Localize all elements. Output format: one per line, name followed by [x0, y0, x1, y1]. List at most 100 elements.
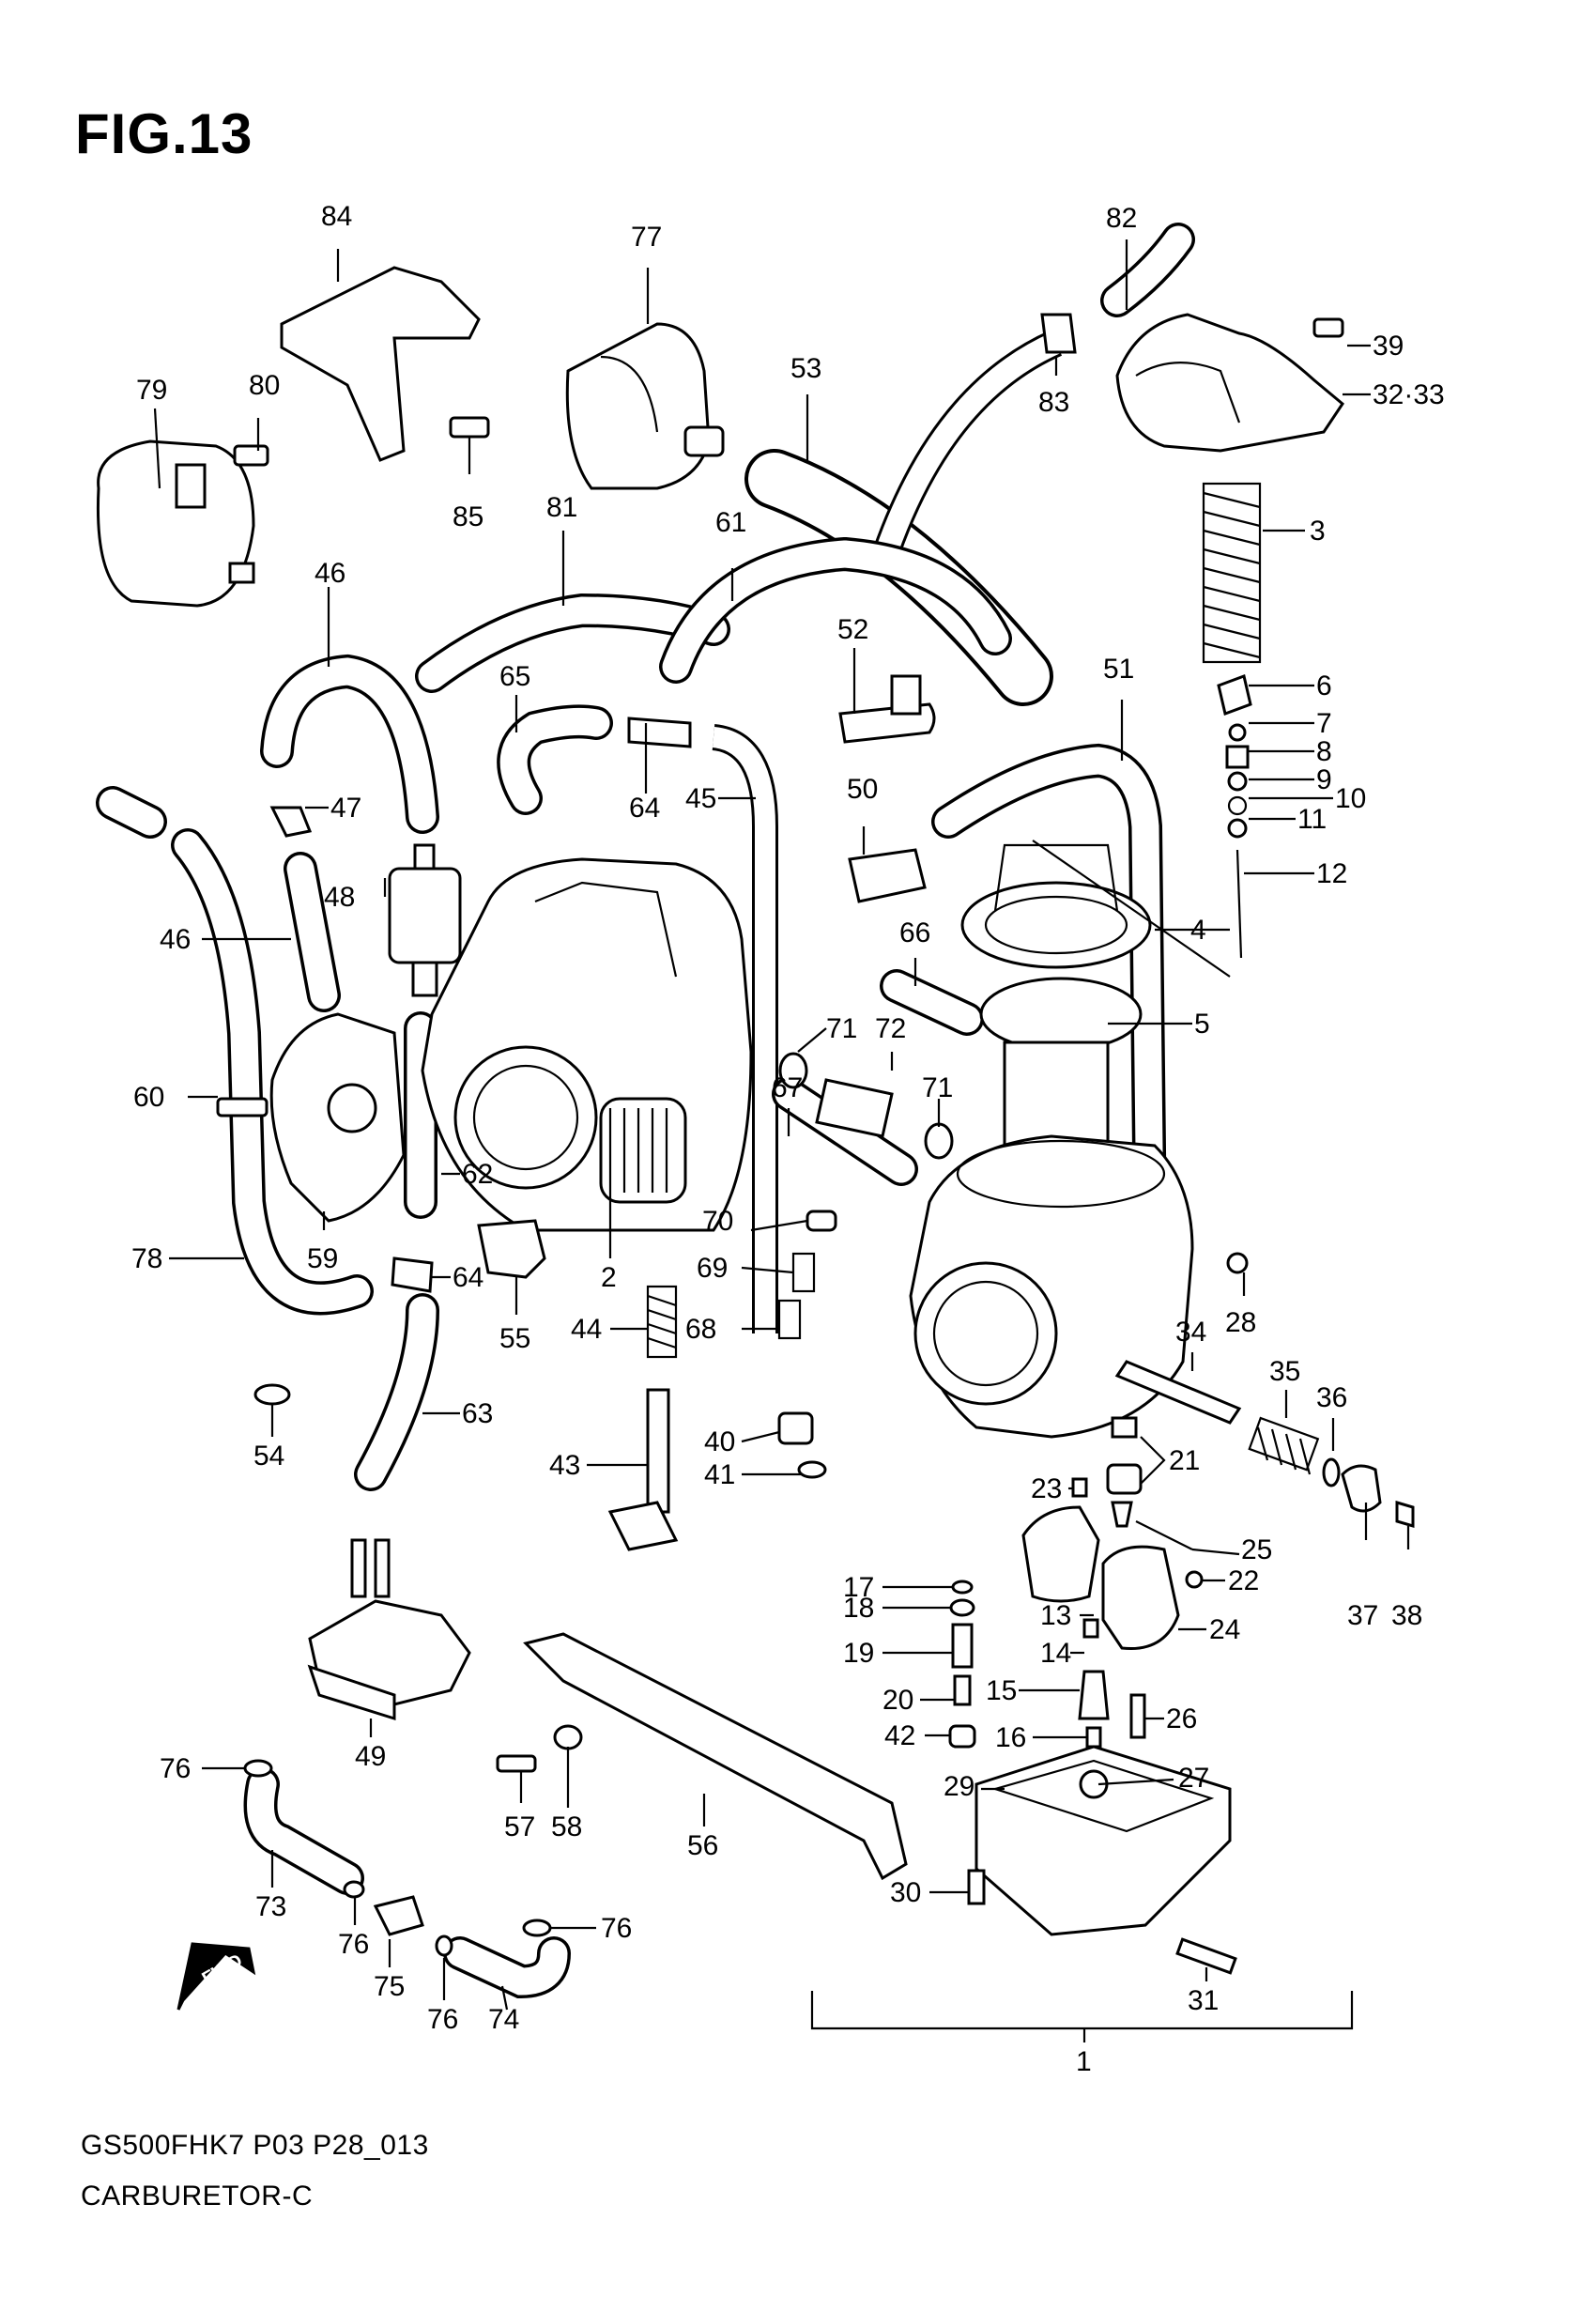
- float-13: [1021, 1505, 1100, 1603]
- rod-25: [1135, 1520, 1193, 1550]
- callout: 65: [499, 661, 530, 692]
- screw-85: [449, 416, 490, 439]
- diaphragm-4: [960, 843, 1152, 969]
- tee-64-upper: [627, 717, 692, 748]
- callout: 54: [253, 1441, 284, 1472]
- piston-valve-5: [979, 977, 1143, 1157]
- parts-group: [96, 266, 1415, 2011]
- callout: 44: [571, 1314, 602, 1345]
- washer-58: [553, 1724, 583, 1750]
- screw-22: [1185, 1570, 1204, 1589]
- screw-31: [1175, 1937, 1237, 1975]
- float-24: [1101, 1545, 1180, 1651]
- callout: 18: [843, 1593, 874, 1624]
- clip-76-c: [435, 1934, 453, 1957]
- throttle-sensor-59: [269, 1012, 406, 1223]
- washer-9: [1227, 771, 1248, 792]
- callout-labels: 84 77 82 79 80 39 32·33 83 53 85 81 61 3…: [131, 201, 1445, 2077]
- leader-lines: [153, 239, 1410, 2042]
- jet-42: [948, 1724, 976, 1749]
- needle-holder-6: [1217, 674, 1252, 716]
- callout: 5: [1194, 1009, 1210, 1040]
- callout: 39: [1373, 331, 1404, 362]
- callout: 20: [882, 1685, 913, 1716]
- callout: 1: [1076, 2046, 1092, 2077]
- callout: 29: [944, 1771, 974, 1802]
- callout: 37: [1347, 1600, 1378, 1631]
- bolt-80: [233, 444, 269, 467]
- callout: 61: [715, 507, 746, 538]
- callout: 23: [1031, 1473, 1062, 1504]
- throttle-screw-43: [607, 1388, 679, 1551]
- callout: 2: [601, 1262, 617, 1293]
- clip-76-b: [343, 1880, 365, 1899]
- joint-72: [815, 1078, 894, 1138]
- callout: 19: [843, 1638, 874, 1669]
- callout: 45: [685, 783, 716, 814]
- callout: 25: [1241, 1534, 1272, 1565]
- callout: 14: [1040, 1638, 1071, 1669]
- washer-7: [1228, 723, 1247, 742]
- callout: 62: [462, 1159, 493, 1190]
- callout: 35: [1269, 1356, 1300, 1387]
- callout: 64: [629, 793, 660, 824]
- callout: 60: [133, 1082, 164, 1113]
- callout: 47: [330, 793, 361, 824]
- cap-38: [1395, 1500, 1415, 1529]
- callout: 71: [922, 1072, 953, 1103]
- clip-76-d: [522, 1919, 552, 1937]
- fuel-filter-77: [565, 322, 725, 490]
- callout: 13: [1040, 1600, 1071, 1631]
- callout: 83: [1038, 387, 1069, 418]
- callout: 53: [790, 353, 821, 384]
- washer-18: [949, 1598, 975, 1617]
- callout: 46: [315, 558, 345, 589]
- jet-26: [1129, 1693, 1146, 1739]
- callout: 32·33: [1373, 379, 1445, 410]
- callout: 58: [551, 1811, 582, 1842]
- washer-41: [797, 1460, 827, 1479]
- hose-group: [96, 223, 1195, 1999]
- tee-64-lower: [391, 1256, 434, 1293]
- callout: 51: [1103, 654, 1134, 685]
- callout: 50: [847, 774, 878, 805]
- needle-14: [1082, 1618, 1099, 1639]
- spring-44: [646, 1285, 678, 1359]
- screw-57: [496, 1754, 537, 1773]
- callout: 63: [462, 1398, 493, 1429]
- callout: 78: [131, 1243, 162, 1274]
- callout: 56: [687, 1830, 718, 1861]
- washer-11: [1227, 818, 1248, 839]
- callout: 70: [702, 1206, 733, 1237]
- callout: 30: [890, 1877, 921, 1908]
- callout: 77: [631, 222, 662, 253]
- valve-21: [1106, 1416, 1143, 1528]
- callout: 27: [1178, 1763, 1209, 1794]
- clip-10: [1227, 795, 1248, 816]
- callout: 68: [685, 1314, 716, 1345]
- callout: 6: [1316, 670, 1332, 701]
- cap-40: [777, 1411, 814, 1445]
- o-ring-71-b: [924, 1122, 954, 1160]
- callout: 16: [995, 1722, 1026, 1753]
- callout: 81: [546, 492, 577, 523]
- callout: 82: [1106, 203, 1137, 234]
- callout: 76: [160, 1753, 191, 1784]
- screw-30: [967, 1869, 986, 1905]
- fitting-50: [848, 848, 927, 903]
- carburetor-body-1: [909, 1134, 1194, 1439]
- joint-47: [269, 806, 313, 838]
- screw-60: [216, 1097, 269, 1117]
- clip-54: [253, 1383, 291, 1406]
- screw-70: [806, 1210, 837, 1232]
- callout: 21: [1169, 1445, 1200, 1476]
- callout: 67: [772, 1072, 803, 1103]
- callout: 48: [324, 882, 355, 913]
- figure-title: FIG.13: [75, 102, 253, 165]
- callout: 71: [826, 1013, 857, 1044]
- spring-3: [1202, 482, 1262, 664]
- callout: 55: [499, 1323, 530, 1354]
- jet-needle-12: [1235, 849, 1243, 959]
- callout: 41: [704, 1459, 735, 1490]
- callout: 76: [338, 1929, 369, 1960]
